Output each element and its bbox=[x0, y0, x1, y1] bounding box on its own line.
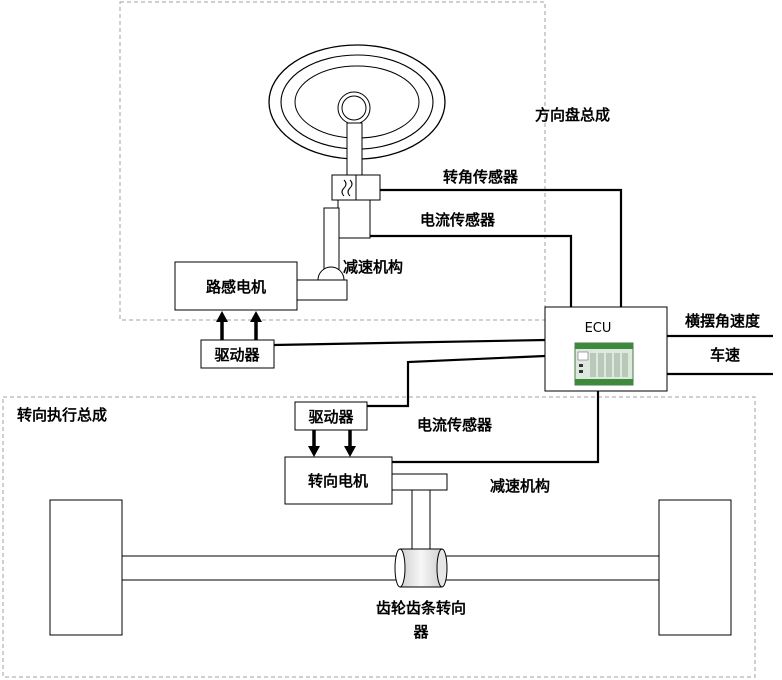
driver-to-steering-motor-arrows bbox=[308, 430, 356, 457]
ecu-label: ECU bbox=[585, 321, 612, 336]
vehicle-speed-label: 车速 bbox=[710, 346, 740, 364]
yaw-rate-label: 横摆角速度 bbox=[685, 312, 761, 330]
ecu-device-image bbox=[574, 342, 634, 386]
steering-actuator-assembly-boundary bbox=[2, 396, 756, 678]
right-wheel bbox=[658, 499, 732, 636]
current-sensor-top-wire bbox=[370, 234, 573, 307]
steering-column bbox=[331, 122, 381, 239]
ecu-to-steering-motor-wire bbox=[392, 391, 600, 464]
driver-bottom-box bbox=[294, 401, 368, 431]
reducer-bottom-label: 减速机构 bbox=[490, 477, 550, 495]
steering-wheel bbox=[268, 44, 446, 160]
steering-wheel-assembly-boundary bbox=[119, 1, 546, 321]
angle-sensor-wire bbox=[380, 188, 623, 307]
driver-top-label: 驱动器 bbox=[214, 346, 260, 364]
reducer-top-label: 减速机构 bbox=[343, 258, 403, 276]
lower-reducer-mechanism bbox=[391, 473, 448, 553]
road-feel-motor-label: 路感电机 bbox=[206, 278, 266, 296]
rack-pinion-gear bbox=[394, 548, 448, 588]
current-sensor-bottom-label: 电流传感器 bbox=[417, 416, 493, 434]
upper-reducer-mechanism bbox=[296, 207, 348, 301]
driver-bottom-label: 驱动器 bbox=[308, 408, 354, 426]
left-wheel bbox=[49, 499, 123, 636]
steering-motor-box bbox=[284, 456, 393, 505]
road-feel-motor-box bbox=[174, 261, 298, 311]
driver-top-to-ecu-wire bbox=[273, 338, 546, 347]
driver-to-road-motor-arrows bbox=[216, 311, 262, 340]
angle-sensor-label: 转角传感器 bbox=[443, 168, 519, 186]
steering-wheel-assembly-label: 方向盘总成 bbox=[535, 106, 610, 124]
current-sensor-top-label: 电流传感器 bbox=[420, 211, 496, 229]
rack-axle bbox=[121, 555, 660, 581]
driver-bottom-to-ecu-wire bbox=[367, 354, 546, 408]
rack-pinion-label-line1: 齿轮齿条转向 bbox=[376, 599, 466, 617]
steering-actuator-assembly-label: 转向执行总成 bbox=[17, 406, 107, 424]
steering-motor-label: 转向电机 bbox=[308, 472, 368, 490]
rack-pinion-label-line2: 器 bbox=[412, 623, 429, 641]
driver-top-box bbox=[200, 339, 275, 369]
